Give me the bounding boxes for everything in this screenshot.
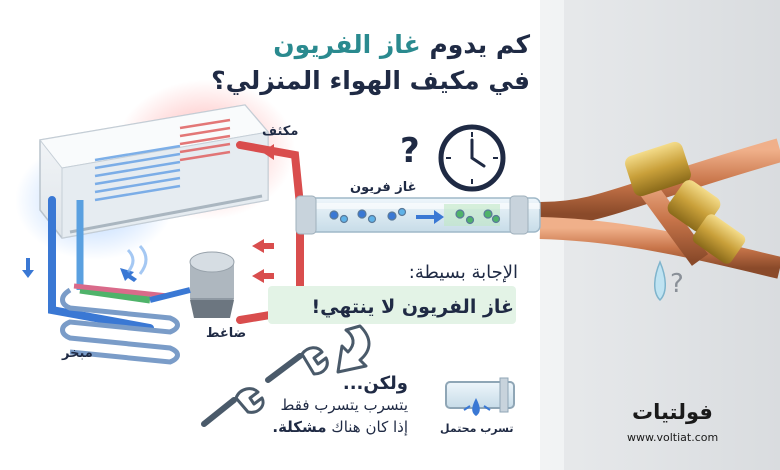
copper-pipe-upper [539,138,780,226]
clock-icon [438,124,506,192]
compressor [189,251,235,318]
label-freon-gas: غاز فريون [350,180,417,195]
freon-tube [295,195,541,235]
brand-logo: فولتيات [632,400,713,424]
arrow-down-icon [336,324,371,374]
caveat-but: ولكن... [342,373,408,394]
label-compressor: ضاغط [206,326,247,341]
page-title-line1: كم يدوم غاز الفريون [273,30,530,59]
arrow-down-icon [22,258,34,278]
water-drop-icon [654,260,666,302]
leak-pipe [445,377,515,416]
answer-highlight [268,286,516,324]
caveat-emphasis: مشكلة. [272,418,327,436]
label-condenser: مكثف [262,124,299,139]
hot-pipe [236,141,304,209]
answer-line1: الإجابة بسيطة: [408,262,518,283]
evaporator-coil [60,283,180,365]
answer-line2: غاز الفريون لا ينتهي! [311,296,514,318]
brass-tee-fitting [625,141,746,264]
caveat-line2: إذا كان هناك مشكلة. [272,418,408,436]
page-title-line2: في مكيف الهواء المنزلي؟ [211,66,530,95]
copper-pipe-lower [539,217,780,279]
water-drop-icon [472,398,480,416]
page-title-highlight: غاز الفريون [273,30,421,59]
caveat-line1: يتسرب يتسرب فقط [280,396,409,414]
flow-arrows [252,144,284,283]
question-mark-icon: ? [400,131,420,171]
brand-url: www.voltiat.com [627,431,719,444]
ac-indoor-unit [39,104,269,239]
question-mark-icon: ? [670,269,684,299]
label-potential-leak: تسرب محتمل [440,422,514,435]
label-evaporator: مبخر [62,346,93,361]
cold-pipe [48,196,154,332]
